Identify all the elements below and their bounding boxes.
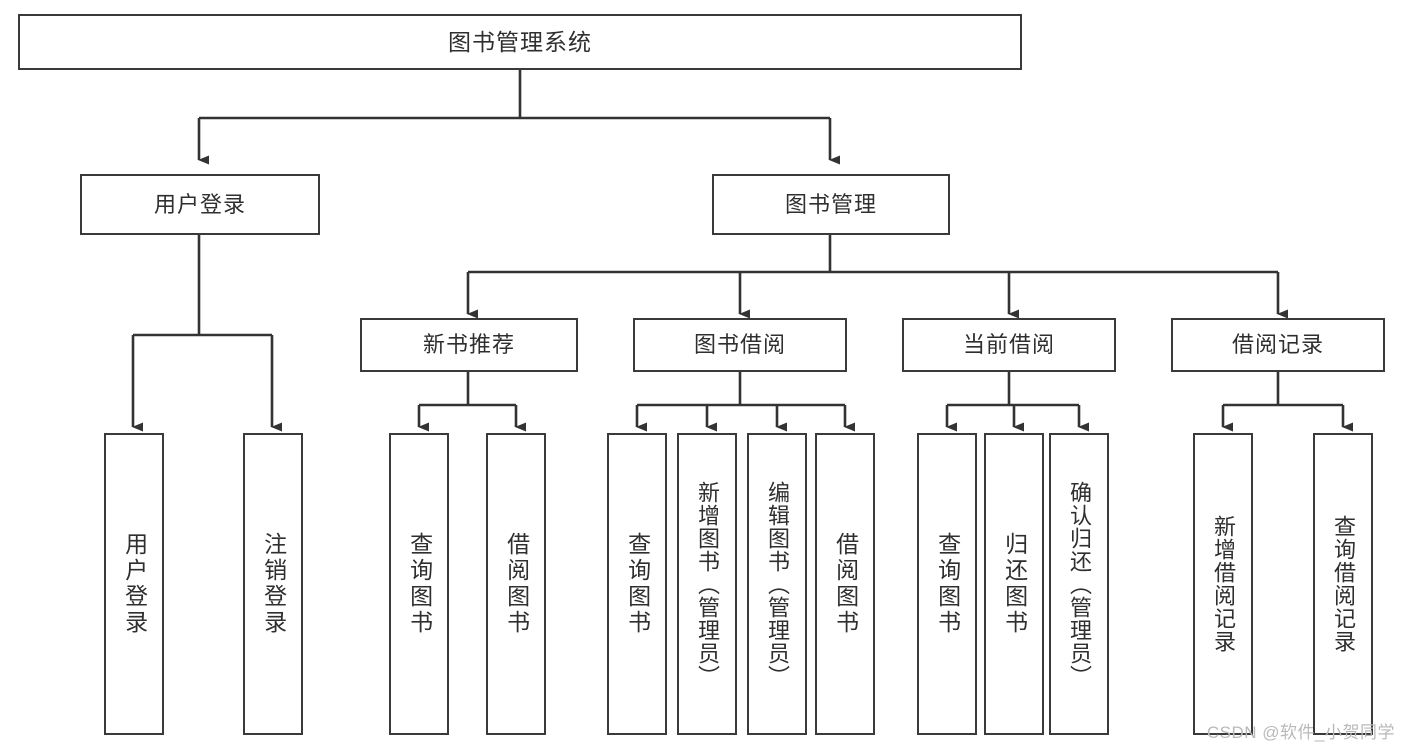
- leaf-label: 查询借阅记录: [1330, 515, 1356, 653]
- node-book-borrow-label: 图书借阅: [693, 332, 786, 358]
- node-borrow-record-label: 借阅记录: [1231, 332, 1324, 358]
- leaf-book-borrow-borrow[interactable]: 借阅图书: [815, 433, 875, 735]
- leaf-label: 确认归还（管理员）: [1066, 480, 1092, 688]
- leaf-current-borrow-confirm[interactable]: 确认归还（管理员）: [1049, 433, 1109, 735]
- node-book-management-label: 图书管理: [784, 191, 877, 217]
- node-current-borrow-label: 当前借阅: [962, 332, 1055, 358]
- leaf-user-login-logout[interactable]: 注销登录: [243, 433, 303, 735]
- node-book-management[interactable]: 图书管理: [712, 174, 950, 235]
- node-borrow-record[interactable]: 借阅记录: [1171, 318, 1385, 372]
- leaf-new-book-query[interactable]: 查询图书: [389, 433, 449, 735]
- leaf-label: 编辑图书（管理员）: [764, 480, 790, 688]
- leaf-user-login-login[interactable]: 用户登录: [104, 433, 164, 735]
- leaf-label: 用户登录: [121, 532, 148, 636]
- node-user-login-label: 用户登录: [153, 191, 246, 217]
- leaf-borrow-record-add[interactable]: 新增借阅记录: [1193, 433, 1253, 735]
- leaf-label: 新增图书（管理员）: [694, 480, 720, 688]
- leaf-new-book-borrow[interactable]: 借阅图书: [486, 433, 546, 735]
- leaf-label: 借阅图书: [832, 532, 859, 636]
- leaf-label: 归还图书: [1001, 532, 1028, 636]
- node-new-book-recommend-label: 新书推荐: [422, 332, 515, 358]
- leaf-label: 查询图书: [934, 532, 961, 636]
- leaf-label: 新增借阅记录: [1210, 515, 1236, 653]
- leaf-borrow-record-query[interactable]: 查询借阅记录: [1313, 433, 1373, 735]
- leaf-book-borrow-add[interactable]: 新增图书（管理员）: [677, 433, 737, 735]
- node-current-borrow[interactable]: 当前借阅: [902, 318, 1116, 372]
- leaf-book-borrow-query[interactable]: 查询图书: [607, 433, 667, 735]
- csdn-watermark: CSDN @软件_小贺同学: [1206, 723, 1395, 742]
- leaf-book-borrow-edit[interactable]: 编辑图书（管理员）: [747, 433, 807, 735]
- leaf-label: 查询图书: [624, 532, 651, 636]
- leaf-label: 借阅图书: [503, 532, 530, 636]
- node-root[interactable]: 图书管理系统: [18, 14, 1022, 70]
- node-book-borrow[interactable]: 图书借阅: [633, 318, 847, 372]
- leaf-current-borrow-query[interactable]: 查询图书: [917, 433, 977, 735]
- leaf-current-borrow-return[interactable]: 归还图书: [984, 433, 1044, 735]
- node-new-book-recommend[interactable]: 新书推荐: [360, 318, 578, 372]
- node-root-label: 图书管理系统: [448, 28, 592, 55]
- leaf-label: 注销登录: [260, 532, 287, 636]
- node-user-login[interactable]: 用户登录: [80, 174, 320, 235]
- leaf-label: 查询图书: [406, 532, 433, 636]
